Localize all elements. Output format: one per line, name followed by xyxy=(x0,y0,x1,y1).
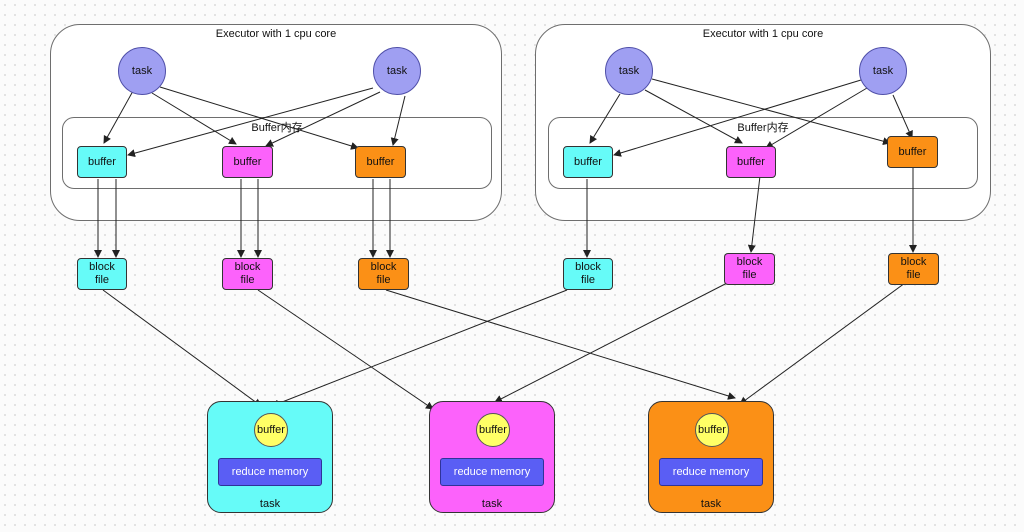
arrow xyxy=(151,92,237,145)
arrow xyxy=(651,78,891,146)
arrow xyxy=(390,95,406,146)
reduce-task-magenta-label: task xyxy=(481,498,503,510)
arrow xyxy=(892,94,913,139)
arrow xyxy=(589,93,621,144)
arrow xyxy=(159,86,359,150)
block-file-2-orange: block file xyxy=(888,253,939,285)
arrow xyxy=(747,175,761,253)
reduce-task-cyan-buffer: buffer xyxy=(254,413,288,447)
arrow xyxy=(265,91,381,147)
reduce-task-magenta-memory: reduce memory xyxy=(440,458,544,486)
block-file-1-orange: block file xyxy=(358,258,409,290)
reduce-task-cyan: buffer reduce memory task xyxy=(207,401,333,513)
reduce-task-orange-memory: reduce memory xyxy=(659,458,763,486)
reduce-task-magenta-buffer: buffer xyxy=(476,413,510,447)
reduce-task-magenta: buffer reduce memory task xyxy=(429,401,555,513)
executor-2: Executor with 1 cpu core Buffer内存 xyxy=(535,24,991,221)
executor-2-buffer-magenta: buffer xyxy=(726,146,776,178)
executor-1-title: Executor with 1 cpu core xyxy=(215,28,337,40)
executor-1: Executor with 1 cpu core Buffer内存 xyxy=(50,24,502,221)
executor-2-buffer-cyan: buffer xyxy=(563,146,613,178)
executor-1-buffer-region-label: Buffer内存 xyxy=(251,122,303,134)
executor-2-buffer-region-label: Buffer内存 xyxy=(737,122,789,134)
reduce-task-orange: buffer reduce memory task xyxy=(648,401,774,513)
block-file-2-magenta: block file xyxy=(724,253,775,285)
executor-1-task-1: task xyxy=(118,47,166,95)
reduce-task-orange-buffer: buffer xyxy=(695,413,729,447)
arrow xyxy=(765,87,868,149)
executor-2-title: Executor with 1 cpu core xyxy=(702,28,824,40)
executor-1-buffer-orange: buffer xyxy=(355,146,406,178)
arrow xyxy=(271,289,568,408)
arrow xyxy=(644,89,743,144)
executor-2-task-2: task xyxy=(859,47,907,95)
executor-2-task-1: task xyxy=(605,47,653,95)
arrow xyxy=(102,289,262,407)
block-file-1-cyan: block file xyxy=(77,258,127,290)
executor-1-task-2: task xyxy=(373,47,421,95)
arrow xyxy=(613,79,862,157)
reduce-task-cyan-memory: reduce memory xyxy=(218,458,322,486)
arrow xyxy=(257,289,434,410)
block-file-2-cyan: block file xyxy=(563,258,613,290)
arrow xyxy=(494,280,732,403)
reduce-task-orange-label: task xyxy=(700,498,722,510)
executor-2-buffer-orange: buffer xyxy=(887,136,938,168)
block-file-1-magenta: block file xyxy=(222,258,273,290)
arrow xyxy=(739,282,906,405)
executor-1-buffer-magenta: buffer xyxy=(222,146,273,178)
arrow xyxy=(127,87,374,158)
arrow xyxy=(103,90,134,144)
arrow xyxy=(385,289,736,400)
reduce-task-cyan-label: task xyxy=(259,498,281,510)
executor-1-buffer-cyan: buffer xyxy=(77,146,127,178)
